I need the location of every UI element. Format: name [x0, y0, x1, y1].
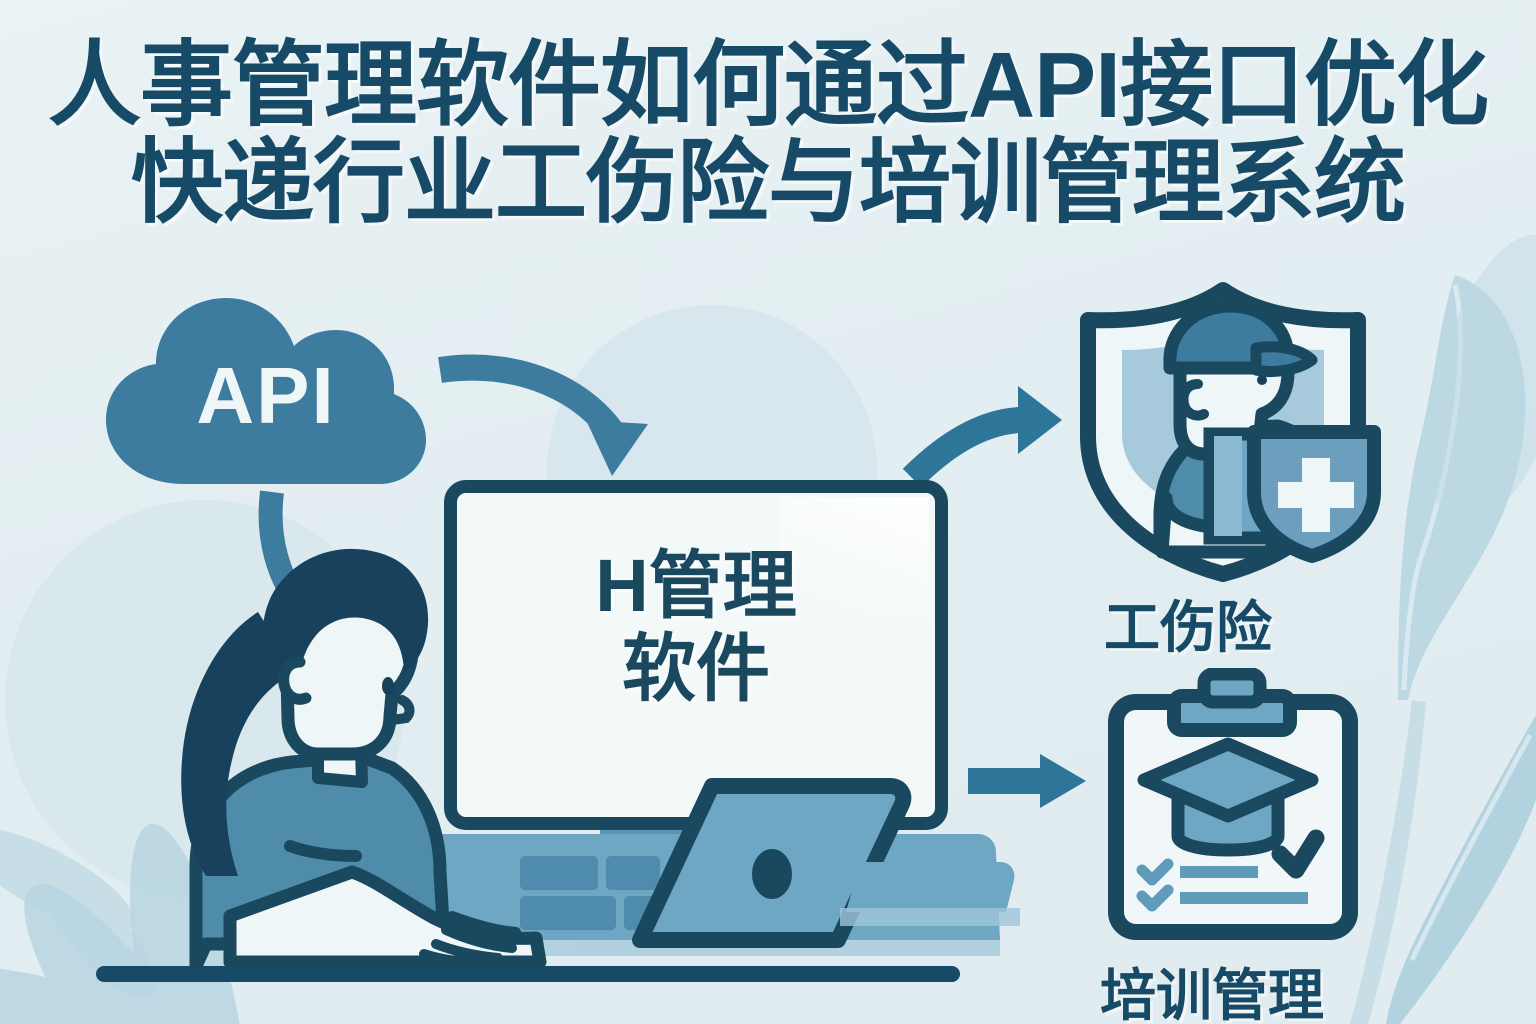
screen-text: H管理 软件 [457, 544, 935, 711]
api-cloud: API [98, 288, 434, 488]
checkmark-icon [1271, 829, 1325, 879]
screen-line-2: 软件 [622, 626, 770, 710]
arrow-monitor-to-injury [902, 386, 1062, 488]
shield-courier-icon [1080, 282, 1381, 582]
laptop-base [840, 862, 1020, 926]
graduation-cap [1137, 737, 1319, 857]
page-title: 人事管理软件如何通过API接口优化 快递行业工伤险与培训管理系统 [0, 36, 1536, 232]
leaf-fan-left [0, 823, 250, 1024]
title-line-2: 快递行业工伤险与培训管理系统 [130, 131, 1406, 234]
desk-surface [96, 966, 960, 982]
title-line-1: 人事管理软件如何通过API接口优化 [47, 33, 1489, 137]
arrow-cloud-to-monitor [438, 354, 648, 476]
screen-line-1: H管理 [595, 544, 797, 627]
leaf-small-right [1386, 715, 1536, 1024]
leaf-stem-right [1350, 700, 1426, 1024]
leaf-upper-right [1427, 234, 1536, 526]
training-management-label: 培训管理 [1100, 964, 1324, 1024]
leaf-large-right [1398, 275, 1526, 700]
injury-insurance-label: 工伤险 [1104, 596, 1272, 659]
arrow-monitor-to-training [968, 754, 1086, 808]
api-label: API [196, 351, 336, 440]
cloud-icon [106, 298, 426, 484]
woman-typing-icon [181, 548, 547, 973]
leaf-fan-bottom-left [0, 827, 156, 999]
clipboard-graduation-icon [1108, 668, 1358, 940]
checklist-lines [1136, 858, 1308, 912]
medical-cross-shield [1247, 425, 1381, 563]
